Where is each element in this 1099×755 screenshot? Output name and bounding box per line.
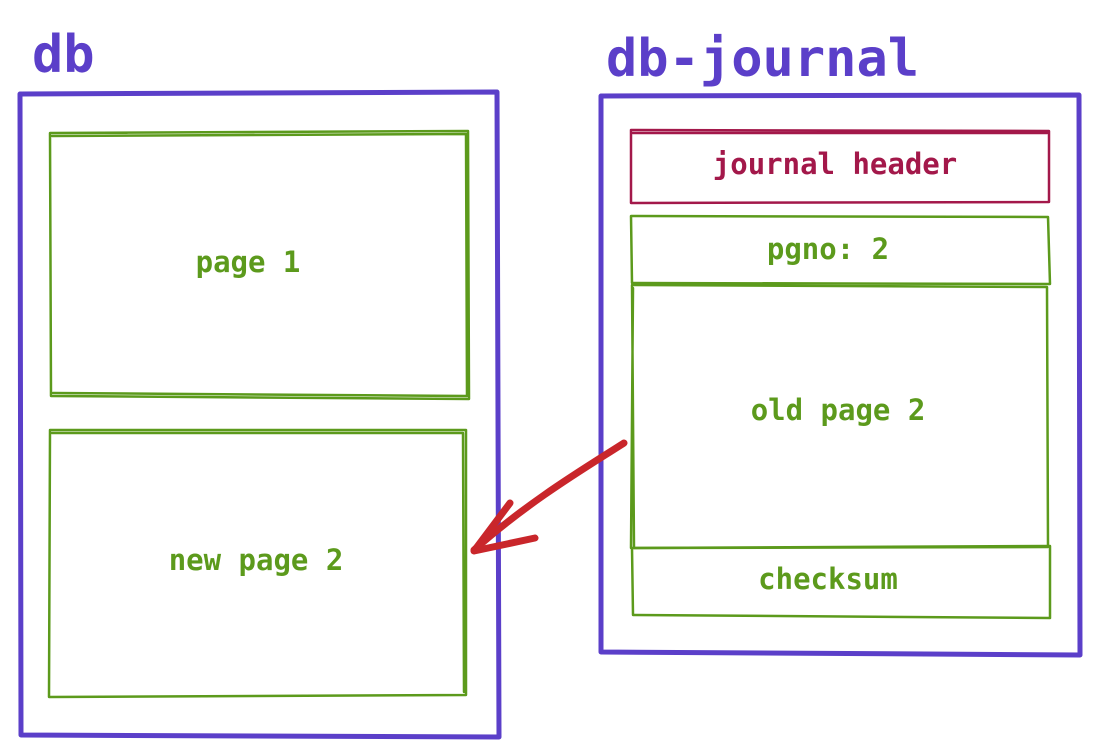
checksum-label: checksum — [758, 562, 898, 596]
arrow-shaft — [470, 439, 628, 554]
journal-title: db-journal — [606, 29, 919, 89]
journal-header-label: journal header — [713, 147, 957, 181]
journal-group: db-journal journal header pgno: 2 old pa… — [598, 29, 1083, 658]
page-1-label: page 1 — [196, 245, 301, 279]
pgno-box — [629, 214, 1052, 286]
db-title: db — [32, 25, 95, 85]
journal-header-box — [629, 128, 1051, 205]
journal-container-box — [598, 92, 1083, 658]
checksum-box — [630, 544, 1052, 620]
db-group: db page 1 new page 2 — [17, 25, 502, 740]
page-1-box — [48, 129, 471, 401]
restore-arrow — [470, 439, 628, 555]
arrow-head — [470, 499, 539, 555]
pgno-label: pgno: 2 — [767, 232, 889, 266]
db-container-box — [17, 89, 502, 740]
new-page-2-label: new page 2 — [169, 543, 344, 577]
old-page-2-label: old page 2 — [751, 393, 926, 427]
new-page-2-box — [47, 428, 468, 699]
